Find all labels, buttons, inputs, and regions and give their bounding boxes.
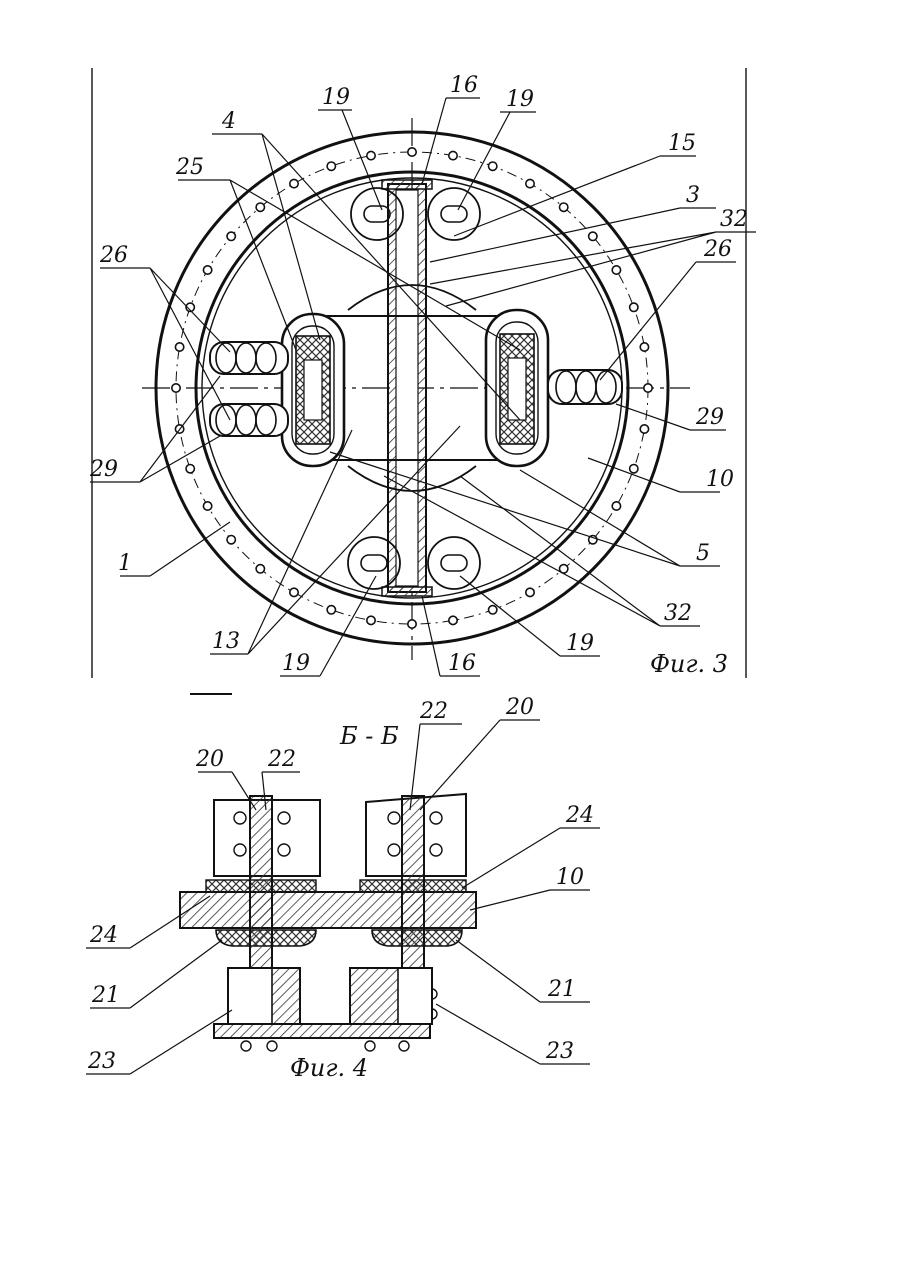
bolt-hole <box>327 606 335 614</box>
right-clamp-module <box>486 310 548 466</box>
label-19-top-left: 19 <box>322 85 350 110</box>
label-5: 5 <box>696 541 710 566</box>
bolt-hole <box>644 384 652 392</box>
label-24-left: 24 <box>89 923 118 948</box>
figure-3-caption: Фиг. 3 <box>650 650 728 678</box>
bolt-hole <box>172 384 180 392</box>
label-23-right: 23 <box>545 1039 574 1064</box>
bolt-hole <box>290 179 298 187</box>
label-22-left: 22 <box>267 747 296 772</box>
bolt-hole <box>227 536 235 544</box>
label-19-top-right: 19 <box>506 87 534 112</box>
label-29-left: 29 <box>89 457 118 482</box>
bolt-hole <box>560 203 568 211</box>
label-21-left: 21 <box>91 983 120 1008</box>
bolt-hole <box>489 606 497 614</box>
bolt-hole <box>290 588 298 596</box>
label-19-bottom-left: 19 <box>282 651 310 676</box>
bolt-hole <box>227 232 235 240</box>
bolt-hole <box>526 588 534 596</box>
bolt-hole <box>449 151 457 159</box>
label-13: 13 <box>212 629 240 654</box>
section-label: Б - Б <box>339 722 399 750</box>
figure-3: 16 19 19 4 15 25 3 32 26 26 29 29 10 1 5… <box>89 68 756 678</box>
label-26-right: 26 <box>703 237 732 262</box>
label-20-right: 20 <box>505 695 534 720</box>
bolt-hole <box>630 303 638 311</box>
label-10-fig4: 10 <box>556 865 584 890</box>
label-20-left: 20 <box>195 747 224 772</box>
bolt-hole <box>367 616 375 624</box>
bolt-hole <box>449 616 457 624</box>
label-16-top: 16 <box>450 73 478 98</box>
label-16-bottom: 16 <box>448 651 476 676</box>
bolt-hole <box>612 266 620 274</box>
bolt-hole <box>256 203 264 211</box>
label-19-bottom-right: 19 <box>566 631 594 656</box>
mounting-plate <box>180 892 476 928</box>
label-10: 10 <box>706 467 734 492</box>
label-23-left: 23 <box>87 1049 116 1074</box>
label-32-bottom-right: 32 <box>664 601 692 626</box>
bolt-hole <box>589 232 597 240</box>
bolt-hole <box>256 565 264 573</box>
bolt-hole <box>489 162 497 170</box>
label-32-top-right: 32 <box>720 207 748 232</box>
bolt-hole <box>327 162 335 170</box>
bolt-hole <box>408 148 416 156</box>
bolt-hole <box>408 620 416 628</box>
bolt-hole <box>186 465 194 473</box>
label-1: 1 <box>118 551 132 576</box>
figure-4: Б - Б <box>86 694 600 1082</box>
bolt-hole <box>526 179 534 187</box>
bolt-hole <box>175 343 183 351</box>
label-21-right: 21 <box>547 977 576 1002</box>
label-25: 25 <box>175 155 204 180</box>
bolt-hole <box>640 343 648 351</box>
bolt-hole <box>612 502 620 510</box>
pipe-vertical <box>382 180 432 596</box>
bolt-hole <box>630 465 638 473</box>
label-22-right: 22 <box>419 699 448 724</box>
label-29-right: 29 <box>695 405 724 430</box>
label-3: 3 <box>686 183 700 208</box>
figure-4-caption: Фиг. 4 <box>290 1054 368 1082</box>
label-4: 4 <box>221 109 236 134</box>
label-24-right: 24 <box>565 803 594 828</box>
bolt-hole <box>203 266 211 274</box>
bolt-hole <box>367 151 375 159</box>
label-26-left: 26 <box>99 243 128 268</box>
bolt-hole <box>203 502 211 510</box>
label-15: 15 <box>668 131 696 156</box>
bolt-hole <box>640 425 648 433</box>
